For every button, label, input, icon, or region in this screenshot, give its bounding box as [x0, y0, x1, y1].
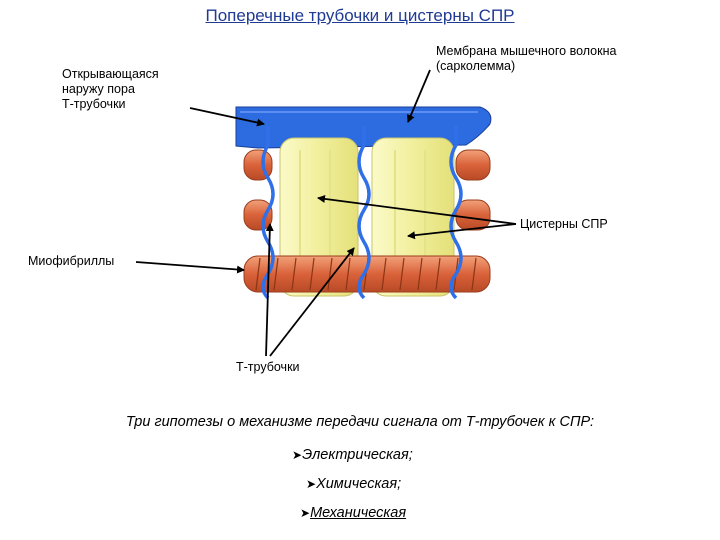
- myofibril: [455, 199, 491, 231]
- myofibril: [243, 199, 273, 231]
- arrow-bullet-icon: ➤: [306, 477, 317, 491]
- pointer-cistern-2: [407, 223, 517, 240]
- hypotheses-heading: Три гипотезы о механизме передачи сигнал…: [125, 414, 595, 430]
- hypothesis-item: ➤Механическая: [300, 505, 406, 521]
- hypothesis-item: ➤Химическая;: [306, 476, 401, 492]
- hypothesis-item: ➤Электрическая;: [292, 447, 413, 463]
- myofibrils-label: Миофибриллы: [28, 254, 115, 268]
- t-tubules-label: Т-трубочки: [236, 360, 300, 374]
- pore-label: Открывающаяся наружу пора Т-трубочки: [62, 67, 159, 111]
- arrow-bullet-icon: ➤: [300, 506, 311, 520]
- t-tubule: [449, 126, 463, 300]
- pointer-ttubule-2: [269, 247, 355, 357]
- pointer-myofibril: [135, 261, 245, 274]
- t-tubule: [261, 126, 275, 300]
- myofibril: [455, 149, 491, 181]
- pointer-membrane: [407, 69, 431, 123]
- pointer-cistern-1: [317, 194, 517, 225]
- cisterns-label: Цистерны СПР: [520, 217, 608, 231]
- page-title: Поперечные трубочки и цистерны СПР: [205, 6, 515, 25]
- arrow-bullet-icon: ➤: [292, 448, 303, 462]
- pointer-lines: [135, 69, 517, 357]
- hypothesis-text: Электрическая;: [302, 447, 413, 463]
- pointer-pore: [189, 107, 265, 127]
- hypothesis-text: Химическая;: [316, 476, 402, 492]
- pointer-ttubule-1: [265, 223, 274, 357]
- hypothesis-text: Механическая: [310, 505, 407, 521]
- membrane-label: Мембрана мышечного волокна (сарколемма): [436, 44, 617, 73]
- t-tubules: [261, 126, 463, 300]
- myofibril-large: [243, 255, 491, 293]
- t-tubule: [357, 126, 371, 300]
